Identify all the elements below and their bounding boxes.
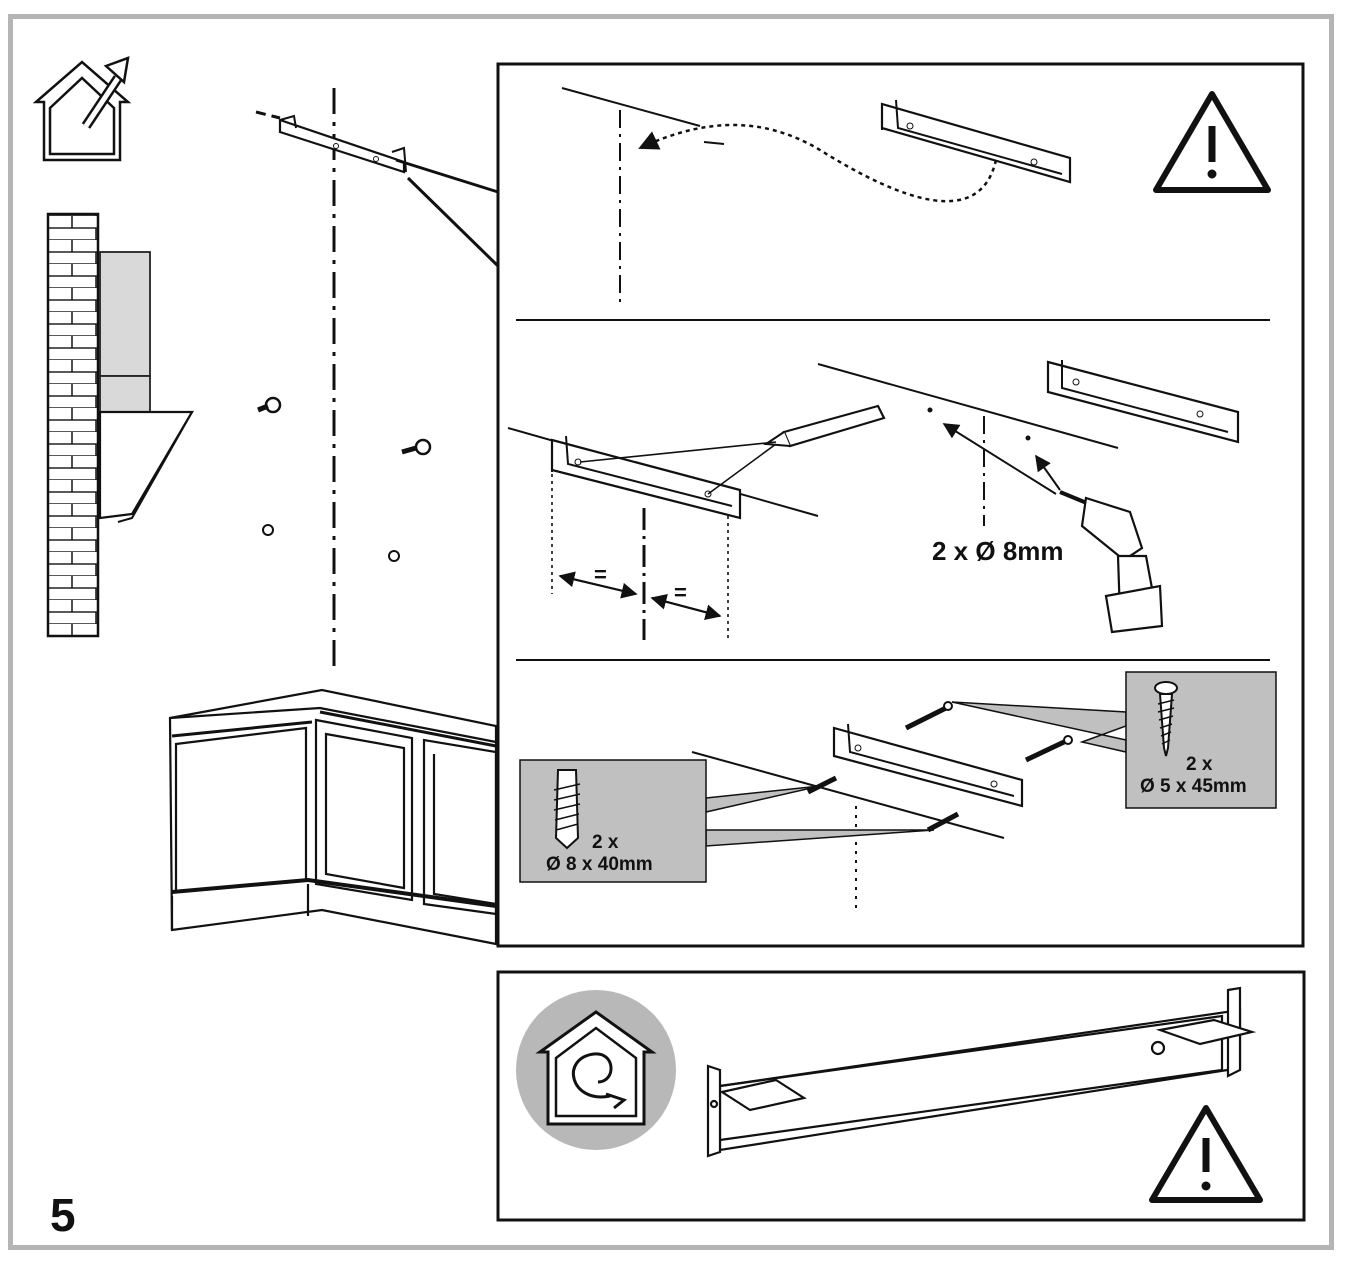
wall-front-view bbox=[255, 88, 500, 668]
wall-side-view bbox=[46, 212, 194, 638]
recirculation-bracket bbox=[706, 986, 1257, 1158]
recirculation-icon bbox=[516, 990, 676, 1150]
pencil-icon bbox=[579, 404, 886, 495]
equal-distance-left: = bbox=[594, 562, 607, 587]
plug-size: Ø 8 x 40mm bbox=[546, 854, 653, 875]
kitchen-cabinets bbox=[168, 688, 498, 946]
step-number: 5 bbox=[50, 1189, 76, 1241]
equal-distance-right: = bbox=[674, 580, 687, 605]
screw-quantity: 2 x bbox=[1186, 754, 1213, 775]
screw-size: Ø 5 x 45mm bbox=[1140, 776, 1247, 797]
screw-icon bbox=[257, 396, 432, 456]
page-frame bbox=[8, 14, 1334, 1250]
drill-icon bbox=[1059, 490, 1164, 634]
panel-fix-bracket bbox=[691, 701, 1073, 912]
wall-plug-icon bbox=[553, 769, 581, 850]
panel-dividers bbox=[516, 319, 1270, 661]
drill-size-label: 2 x Ø 8mm bbox=[932, 536, 1064, 566]
house-ventilation-icon bbox=[32, 56, 132, 162]
plug-callout bbox=[519, 759, 935, 883]
screw-callout bbox=[951, 671, 1277, 809]
screw-icon bbox=[1154, 681, 1178, 757]
panel-mark-drill bbox=[507, 360, 1240, 640]
plug-quantity: 2 x bbox=[592, 832, 619, 853]
panel-position-bracket bbox=[561, 87, 1271, 306]
warning-icon bbox=[1149, 1105, 1263, 1203]
warning-icon bbox=[1153, 91, 1271, 193]
